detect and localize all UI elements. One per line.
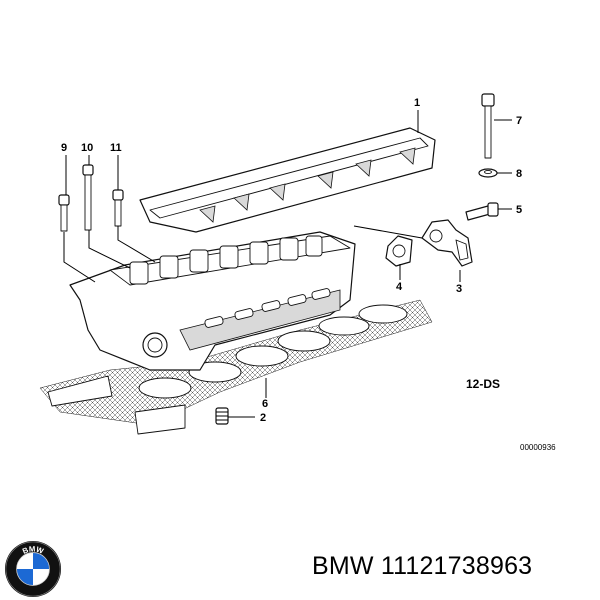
callout-3: 3 (456, 283, 462, 295)
bmw-roundel-logo: BMW (4, 540, 62, 598)
camshaft-bearing-row (129, 235, 323, 285)
callout-6: 6 (262, 398, 268, 410)
section-code: 12-DS (466, 377, 500, 391)
callout-10: 10 (81, 142, 93, 154)
cylinder-head (69, 231, 356, 371)
reference-code: 00000936 (520, 443, 556, 452)
callout-9: 9 (61, 142, 67, 154)
cover-bolt-long (481, 93, 495, 159)
part-caption: BMW 11121738963 (312, 552, 533, 580)
callout-7: 7 (516, 115, 522, 127)
callout-2: 2 (260, 412, 266, 424)
callout-11: 11 (110, 142, 122, 154)
thermostat-gasket (385, 235, 413, 267)
svg-text:BMW: BMW (21, 544, 45, 556)
exhaust-port-row (204, 288, 331, 328)
callout-4: 4 (396, 281, 403, 293)
connector-bolt (465, 202, 499, 221)
leader-lines (63, 110, 512, 418)
callout-8: 8 (516, 168, 522, 180)
dowel-sleeve (215, 407, 229, 425)
callout-5: 5 (516, 204, 522, 216)
callout-labels: 1 2 3 4 5 6 7 8 9 10 11 (61, 97, 522, 424)
water-connector (421, 219, 473, 267)
head-bolt-11 (112, 189, 124, 227)
callout-1: 1 (414, 97, 420, 109)
cylinder-head-gasket (39, 299, 433, 435)
head-bolt-9 (58, 194, 70, 232)
head-bolt-10 (82, 164, 94, 231)
cover-strip (139, 127, 436, 233)
bolt-washer (478, 168, 498, 178)
